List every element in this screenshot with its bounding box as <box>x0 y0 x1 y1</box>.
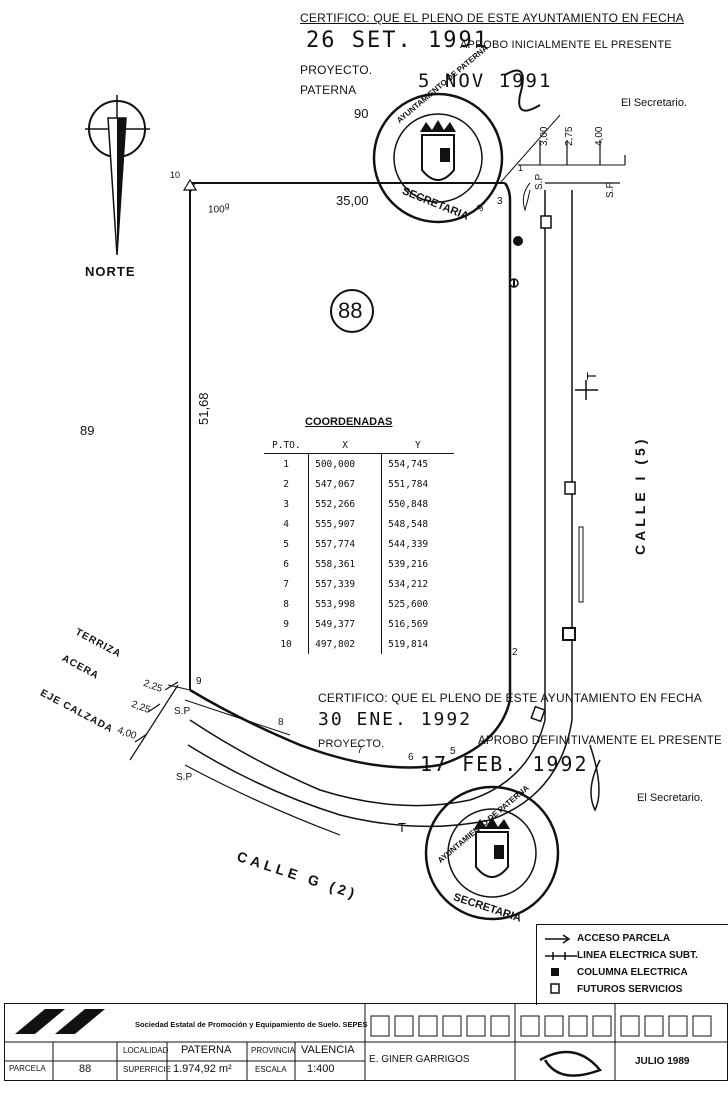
parcel-boundary <box>167 114 625 836</box>
parcela-label: PARCELA <box>9 1064 46 1073</box>
sp-label-right-2: S.P <box>605 181 616 198</box>
neighbor-parcel-89: 89 <box>80 423 95 438</box>
legend-item-linea: LINEA ELECTRICA SUBT. <box>577 950 698 961</box>
coordinates-title: COORDENADAS <box>305 416 393 428</box>
point-10: 10 <box>170 170 181 180</box>
certificate-top-secretary: El Secretario. <box>621 97 688 109</box>
certificate-top-date-stamp2: 5 NOV 1991 <box>418 70 553 92</box>
certificate-top-line4: PATERNA <box>300 83 357 97</box>
escala-label: ESCALA <box>255 1065 287 1074</box>
left-dim-lines <box>129 681 179 761</box>
right-dim-lines <box>539 140 626 165</box>
seal-bottom <box>424 785 560 921</box>
certificate-top-line2: APROBO INICIALMENTE EL PRESENTE <box>460 39 672 51</box>
future-services-icon <box>564 481 576 495</box>
future-services-icon <box>540 215 552 229</box>
legend: ACCESO PARCELA LINEA ELECTRICA SUBT. COL… <box>536 924 728 1005</box>
company-name: Sociedad Estatal de Promoción y Equipami… <box>135 1020 368 1029</box>
parcela-value: 88 <box>79 1063 92 1075</box>
parcel-number-circle <box>330 289 374 333</box>
superficie-value: 1.974,92 m² <box>173 1063 232 1075</box>
coord-header-x: X <box>308 438 382 454</box>
coord-header-pto: P.TO. <box>264 438 309 454</box>
seal-top <box>372 92 504 224</box>
electric-column-icon <box>562 627 576 641</box>
certificate-top-line3: PROYECTO. <box>300 63 373 77</box>
localidad-label: LOCALIDAD <box>123 1046 169 1055</box>
parcel-top-length: 35,00 <box>336 193 369 208</box>
dim-right-1: 3,00 <box>539 126 550 146</box>
north-arrow-icon <box>85 95 150 256</box>
certificate-bottom-line3: PROYECTO. <box>318 738 385 750</box>
point-5: 5 <box>450 746 456 757</box>
author: E. GINER GARRIGOS <box>369 1054 470 1065</box>
certificate-bottom-secretary: El Secretario. <box>637 792 704 804</box>
point-marker-icon <box>182 178 198 191</box>
t-marker-right: T <box>584 372 599 380</box>
superficie-label: SUPERFICIE <box>123 1065 172 1074</box>
coord-header-y: Y <box>381 438 455 454</box>
t-marker-bottom: T <box>398 820 406 835</box>
legend-item-futuros: FUTUROS SERVICIOS <box>577 984 683 995</box>
sp-label-left-2: S.P <box>176 772 193 783</box>
signature <box>504 69 541 112</box>
signature <box>539 1050 603 1077</box>
point-7: 7 <box>357 745 363 756</box>
sp-label-right-1: S.P <box>534 173 545 190</box>
point-8: 8 <box>278 717 284 728</box>
certificate-top-line1: CERTIFICO: QUE EL PLENO DE ESTE AYUNTAMI… <box>300 11 685 25</box>
legend-item-columna: COLUMNA ELECTRICA <box>577 967 688 978</box>
provincia-value: VALENCIA <box>301 1044 355 1056</box>
certificate-bottom-date-stamp: 30 ENE. 1992 <box>318 709 473 730</box>
dim-right-3: 4,00 <box>594 126 605 146</box>
certificate-top-date-stamp: 26 SET. 1991 <box>306 28 489 53</box>
neighbor-parcel-90: 90 <box>354 106 369 121</box>
point-1: 1 <box>518 163 524 173</box>
point-3: 3 <box>497 196 503 207</box>
certificate-bottom-date-stamp2: 17 FEB. 1992 <box>420 752 589 776</box>
legend-item-acceso: ACCESO PARCELA <box>577 933 671 944</box>
north-label: NORTE <box>85 264 136 279</box>
parcel-left-length: 51,68 <box>196 392 211 425</box>
provincia-label: PROVINCIA <box>251 1046 296 1055</box>
parcel-angle: 100g <box>208 200 230 216</box>
point-6: 6 <box>408 752 414 763</box>
point-9: 9 <box>196 676 202 687</box>
title-block: Sociedad Estatal de Promoción y Equipami… <box>4 1003 728 1081</box>
point-2: 2 <box>512 647 518 658</box>
plan-date: JULIO 1989 <box>635 1056 690 1067</box>
future-services-icon <box>530 705 546 723</box>
certificate-bottom-line2: APROBO DEFINITIVAMENTE EL PRESENTE <box>478 735 722 747</box>
electric-column-icon <box>513 236 523 246</box>
street-calle-i: CALLE I (5) <box>632 435 648 555</box>
sp-label-left-1: S.P <box>174 706 191 717</box>
localidad-value: PATERNA <box>181 1044 232 1056</box>
parcel-number: 88 <box>338 298 363 323</box>
escala-value: 1:400 <box>307 1063 335 1075</box>
certificate-bottom-line1: CERTIFICO: QUE EL PLENO DE ESTE AYUNTAMI… <box>318 691 703 705</box>
signature <box>589 744 601 812</box>
dim-right-2: 2,75 <box>564 126 575 146</box>
